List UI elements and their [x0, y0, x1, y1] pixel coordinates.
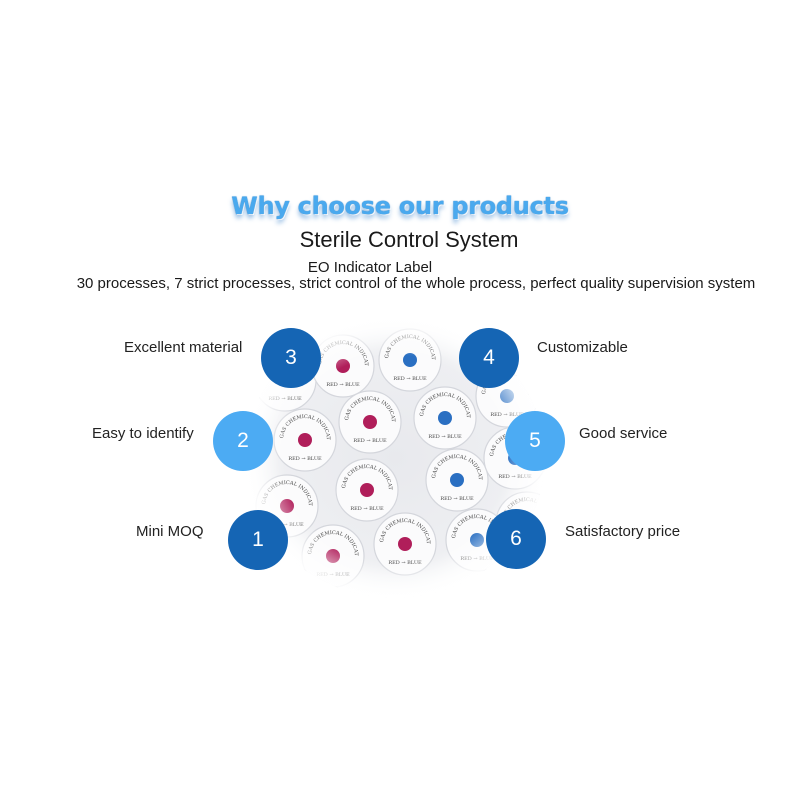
- feature-number-3: 3: [285, 346, 297, 369]
- feature-badge-6: 6: [486, 509, 546, 569]
- product-label: EO Indicator Label: [307, 259, 433, 276]
- description: 30 processes, 7 strict processes, strict…: [76, 275, 756, 292]
- headline: Why choose our products: [231, 192, 569, 220]
- feature-label-4: Customizable: [537, 339, 628, 356]
- feature-label-1: Mini MOQ: [136, 523, 204, 540]
- feature-number-4: 4: [483, 346, 495, 369]
- feature-badge-3: 3: [261, 328, 321, 388]
- feature-badge-2: 2: [213, 411, 273, 471]
- feature-label-5: Good service: [579, 425, 668, 442]
- feature-label-2: Easy to identify: [92, 425, 194, 442]
- feature-label-6: Satisfactory price: [565, 523, 681, 540]
- feature-label-3: Excellent material: [124, 339, 243, 356]
- subtitle: Sterile Control System: [299, 227, 519, 252]
- feature-number-1: 1: [252, 528, 264, 551]
- feature-badge-4: 4: [459, 328, 519, 388]
- feature-number-5: 5: [529, 429, 541, 452]
- feature-badge-1: 1: [228, 510, 288, 570]
- feature-number-2: 2: [237, 429, 249, 452]
- feature-badge-5: 5: [505, 411, 565, 471]
- feature-number-6: 6: [510, 527, 522, 550]
